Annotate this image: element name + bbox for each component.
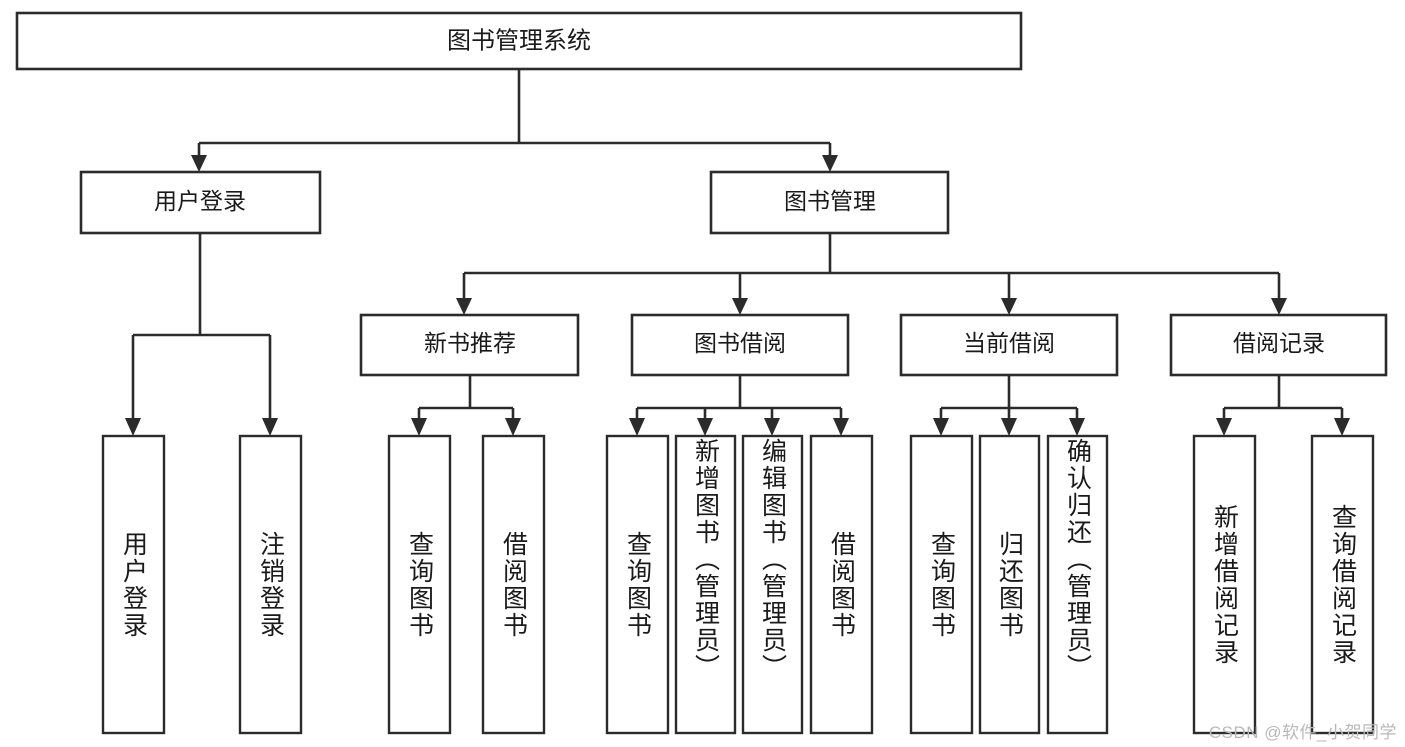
leaf-box-cb-return-book[interactable] — [978, 434, 1041, 735]
leaf-box-bb-add-book[interactable] — [674, 434, 737, 735]
leaf-box-br-query-record[interactable] — [1310, 434, 1375, 735]
arrow-head-leaf-user-login — [125, 418, 141, 436]
csdn-watermark: CSDN @软件_小贺同学 — [1208, 723, 1397, 742]
node-new-book-recommend-label: 新书推荐 — [424, 330, 516, 356]
node-borrow-record-label: 借阅记录 — [1233, 330, 1325, 356]
leaf-box-logout[interactable] — [238, 434, 303, 735]
arrow-head-current-borrow — [1001, 298, 1017, 315]
node-book-borrow-box[interactable] — [630, 313, 850, 377]
leaf-box-cb-confirm-return[interactable] — [1046, 434, 1109, 735]
leaf-box-bb-query-book[interactable] — [605, 434, 670, 735]
node-root-box[interactable] — [15, 11, 1023, 71]
arrow-head-cb-return-book — [1001, 418, 1017, 436]
arrow-head-book-manage — [822, 155, 838, 172]
arrow-head-bb-borrow-book — [833, 418, 849, 436]
node-new-book-recommend-box[interactable] — [359, 313, 580, 377]
node-book-manage-box[interactable] — [709, 170, 950, 235]
leaf-box-br-add-record[interactable] — [1192, 434, 1257, 735]
arrow-head-bb-edit-book — [764, 418, 780, 436]
arrow-head-br-query-record — [1334, 418, 1350, 436]
leaf-box-user-login[interactable] — [101, 434, 166, 735]
node-borrow-record-box[interactable] — [1169, 313, 1388, 377]
node-user-login-label: 用户登录 — [154, 188, 246, 214]
arrow-head-book-borrow — [732, 298, 748, 315]
arrow-head-nbr-borrow-book — [505, 418, 521, 436]
node-current-borrow-box[interactable] — [899, 313, 1119, 377]
arrow-head-bb-add-book — [697, 418, 713, 436]
leaf-box-bb-edit-book[interactable] — [741, 434, 804, 735]
arrow-head-new-book-recommend — [456, 298, 472, 315]
arrow-head-br-add-record — [1216, 418, 1232, 436]
node-book-manage-label: 图书管理 — [784, 188, 876, 214]
leaf-box-nbr-borrow-book[interactable] — [481, 434, 546, 735]
leaf-box-nbr-query-book[interactable] — [387, 434, 452, 735]
node-current-borrow-label: 当前借阅 — [963, 330, 1055, 356]
node-book-borrow-label: 图书借阅 — [694, 330, 786, 356]
leaf-box-cb-query-book[interactable] — [909, 434, 974, 735]
leaf-box-bb-borrow-book[interactable] — [809, 434, 874, 735]
arrow-head-bb-query-book — [629, 418, 645, 436]
arrow-head-cb-query-book — [933, 418, 949, 436]
arrow-head-leaf-logout — [262, 418, 278, 436]
arrow-head-cb-confirm-return — [1069, 418, 1085, 436]
arrow-head-borrow-record — [1271, 298, 1287, 315]
node-root-label: 图书管理系统 — [447, 27, 591, 54]
arrow-head-nbr-query-book — [411, 418, 427, 436]
arrow-head-user-login — [191, 155, 207, 172]
